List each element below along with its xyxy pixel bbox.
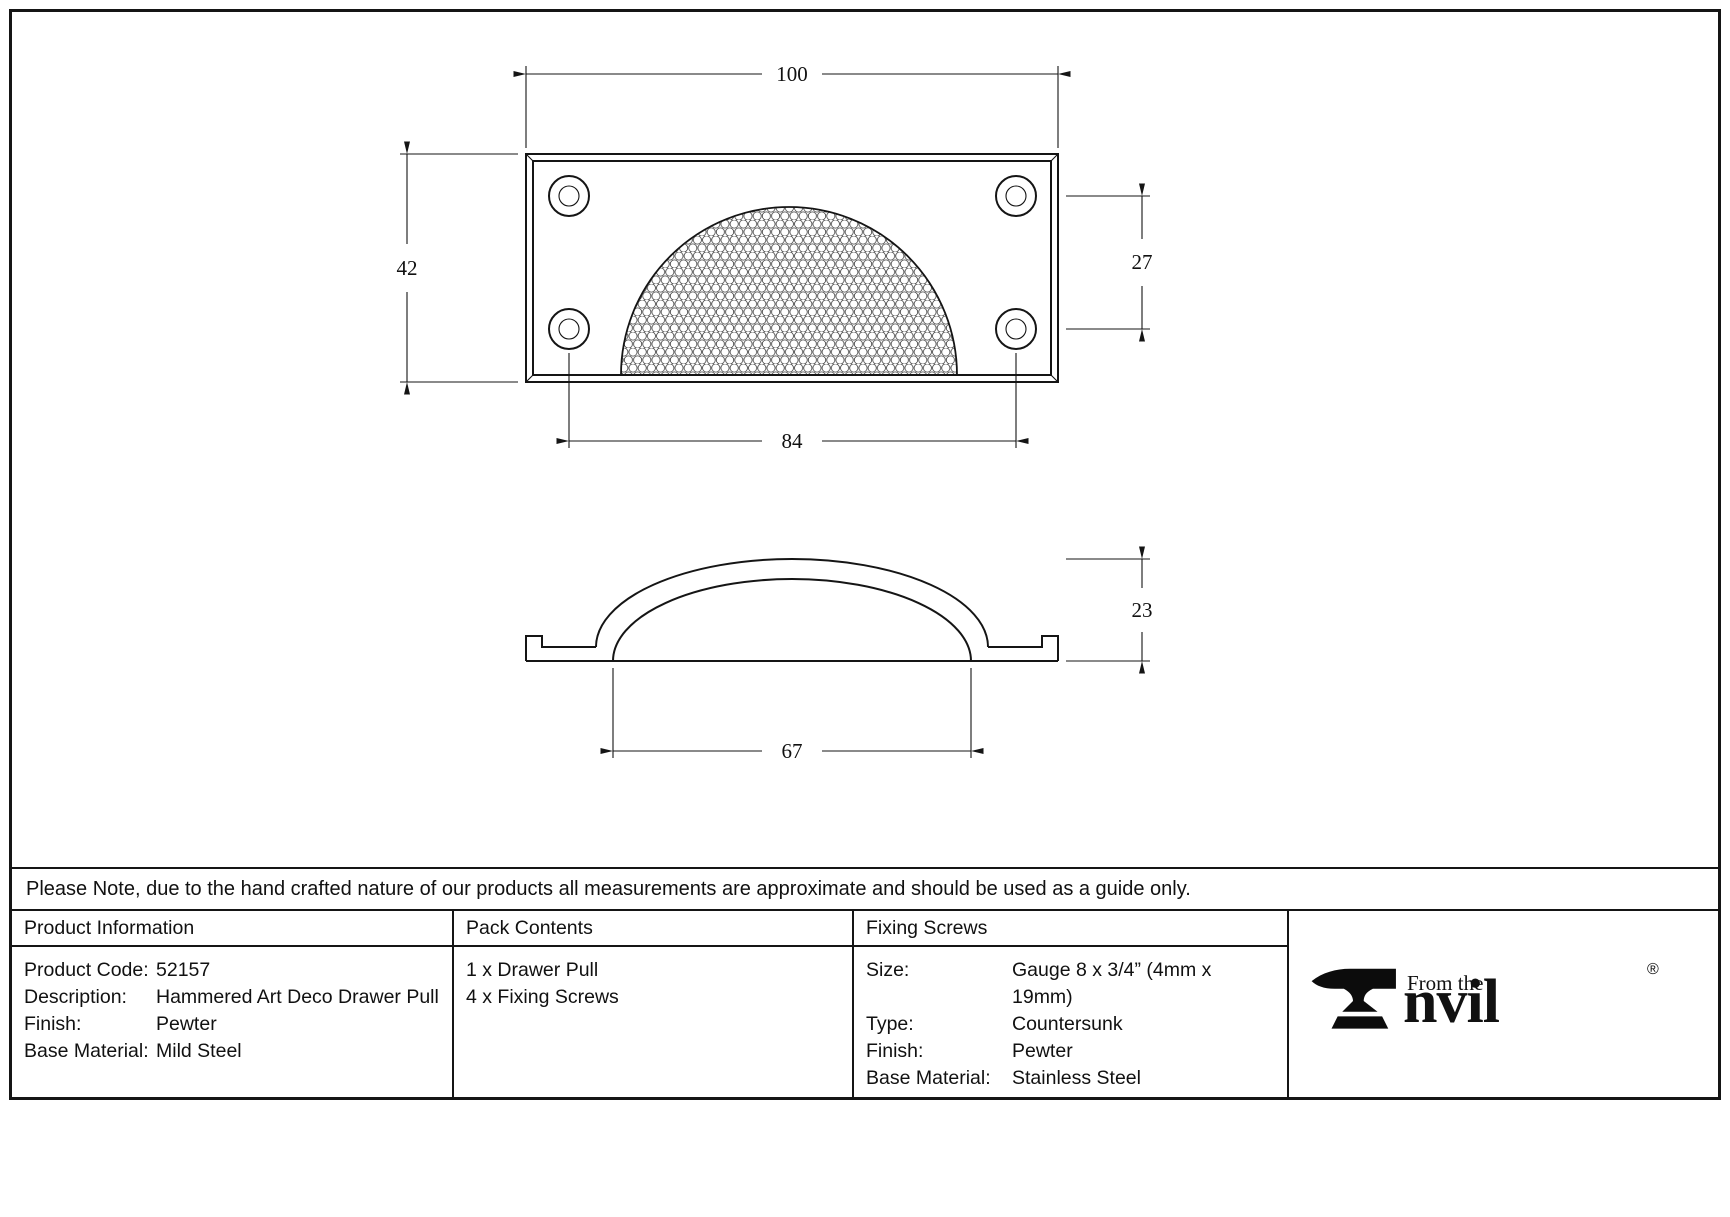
backplate-outline <box>525 153 1059 383</box>
technical-drawing: 100 42 27 84 <box>397 62 1153 763</box>
brand-logo: From the nvil ® <box>1289 911 1718 1097</box>
row-label: Base Material: <box>866 1067 991 1089</box>
row-value: Gauge 8 x 3/4” (4mm x 19mm) <box>1012 959 1212 1008</box>
registered-trademark-icon: ® <box>1647 961 1659 978</box>
dimension-projection-height: 23 <box>1066 546 1153 674</box>
dim-label-27: 27 <box>1132 250 1153 274</box>
anvil-icon <box>1311 968 1396 1029</box>
table-row: Base Material: Stainless Steel <box>866 1065 1275 1092</box>
measurement-note: Please Note, due to the hand crafted nat… <box>12 867 1718 909</box>
screw-hole-bottom-right <box>995 308 1037 350</box>
handle-outer-curve <box>595 558 989 648</box>
screw-hole-top-right <box>995 175 1037 217</box>
screw-hole-top-left <box>548 175 590 217</box>
dimension-hole-spacing-horizontal: 84 <box>556 353 1029 453</box>
row-value: Countersunk <box>1012 1013 1123 1035</box>
header-label: Product Information <box>24 916 195 939</box>
row-label: Base Material: <box>24 1040 149 1062</box>
table-row: Size: Gauge 8 x 3/4” (4mm x 19mm) <box>866 957 1275 1011</box>
header-label: Fixing Screws <box>866 916 988 939</box>
dimension-overall-width: 100 <box>513 62 1071 148</box>
row-value: Stainless Steel <box>1012 1067 1141 1089</box>
dimension-cup-width: 67 <box>600 668 984 763</box>
row-value: Hammered Art Deco Drawer Pull <box>156 986 439 1008</box>
row-label: Type: <box>866 1013 914 1035</box>
row-label: Finish: <box>24 1013 82 1035</box>
row-value: Pewter <box>156 1013 217 1035</box>
dim-label-67: 67 <box>782 739 803 763</box>
spec-sheet: 100 42 27 84 <box>9 9 1721 1100</box>
logo-brand-text: nvil <box>1403 968 1500 1036</box>
dim-label-100: 100 <box>776 62 808 86</box>
handle-inner-curve <box>612 578 972 662</box>
dimension-overall-height: 42 <box>397 141 518 395</box>
row-label: Finish: <box>866 1040 924 1062</box>
table-row: 1 x Drawer Pull <box>466 959 599 981</box>
dim-label-42: 42 <box>397 256 418 280</box>
table-header-product-information: Product Information <box>12 911 454 947</box>
row-label: Product Code: <box>24 959 149 981</box>
spec-table: Product Information Pack Contents Fixing… <box>12 909 1718 1097</box>
baseplate-left-step <box>525 635 596 661</box>
table-row: Type: Countersunk <box>866 1011 1275 1038</box>
top-view: 100 42 27 84 <box>397 62 1153 453</box>
row-value: 52157 <box>156 959 211 981</box>
table-row: Finish: Pewter <box>866 1038 1275 1065</box>
row-value: Pewter <box>1012 1040 1073 1062</box>
table-row: Base Material: Mild Steel <box>24 1038 440 1065</box>
table-row: Product Code: 52157 <box>24 957 440 984</box>
note-text: Please Note, due to the hand crafted nat… <box>26 877 1191 900</box>
baseplate-right-step <box>988 635 1059 661</box>
row-label: Description: <box>24 986 127 1008</box>
fixing-screws-cell: Size: Gauge 8 x 3/4” (4mm x 19mm) Type: … <box>854 947 1289 1097</box>
dim-label-84: 84 <box>782 429 804 453</box>
front-view: 23 67 <box>525 546 1153 763</box>
hammered-dome <box>620 206 958 376</box>
bevel-corner-ticks <box>525 153 1059 383</box>
table-row: 4 x Fixing Screws <box>466 986 619 1008</box>
screw-hole-bottom-left <box>548 308 590 350</box>
pack-contents-cell: 1 x Drawer Pull 4 x Fixing Screws <box>454 947 854 1097</box>
table-row: Finish: Pewter <box>24 1011 440 1038</box>
logo-tagline: From the <box>1407 971 1484 995</box>
row-label: Size: <box>866 959 910 981</box>
table-row: Description: Hammered Art Deco Drawer Pu… <box>24 984 440 1011</box>
product-info-cell: Product Code: 52157 Description: Hammere… <box>12 947 454 1097</box>
table-header-pack-contents: Pack Contents <box>454 911 854 947</box>
row-value: Mild Steel <box>156 1040 242 1062</box>
header-label: Pack Contents <box>466 916 593 939</box>
table-header-fixing-screws: Fixing Screws <box>854 911 1289 947</box>
dim-label-23: 23 <box>1132 598 1153 622</box>
dimension-hole-spacing-vertical: 27 <box>1066 183 1153 342</box>
